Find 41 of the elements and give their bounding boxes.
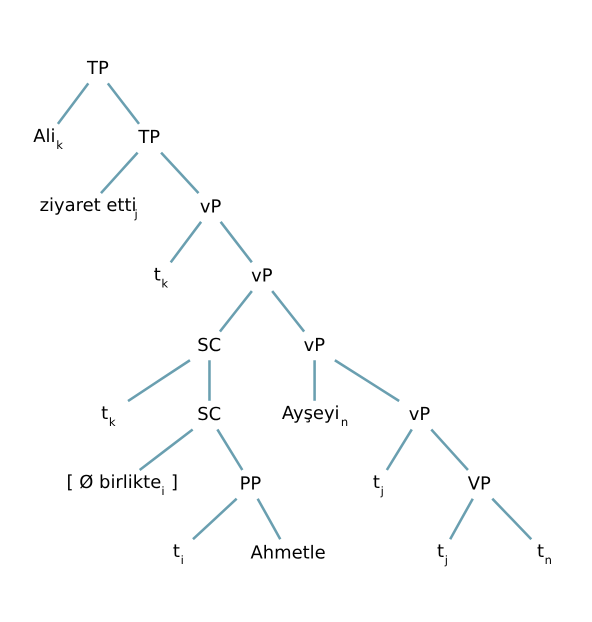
- node-text: t$_{j}$: [372, 472, 384, 498]
- connector: [313, 360, 316, 400]
- node-text: vP: [251, 265, 273, 286]
- connector: [491, 497, 532, 540]
- node-text: TP: [138, 126, 160, 148]
- connector: [160, 151, 200, 194]
- node-text: Ali$_{k}$: [33, 125, 63, 152]
- connector: [56, 82, 90, 124]
- connector: [138, 428, 194, 471]
- node-text: SC: [197, 404, 222, 425]
- connector: [334, 358, 400, 402]
- node-text: vP: [304, 334, 326, 356]
- node-text: t$_{n}$: [536, 540, 552, 567]
- connector: [256, 498, 282, 540]
- connector: [271, 290, 306, 332]
- node-text: t$_{k}$: [101, 402, 116, 428]
- node-text: [ Ø birlikte$_{i}$ ]: [66, 472, 178, 498]
- node-text: t$_{i}$: [172, 540, 184, 567]
- node-text: Ahmetle: [250, 542, 326, 564]
- connector: [100, 151, 139, 194]
- connector: [430, 428, 469, 470]
- connector: [218, 290, 253, 332]
- connector: [192, 497, 238, 540]
- connector: [170, 220, 202, 263]
- connector: [449, 498, 474, 540]
- node-text: vP: [200, 196, 222, 217]
- connector: [386, 428, 413, 470]
- node-text: ziyaret etti$_{j}$: [40, 194, 138, 221]
- connector: [220, 220, 253, 263]
- node-text: Ayşeyi$_{n}$: [282, 402, 348, 428]
- connector: [216, 428, 244, 470]
- node-text: VP: [468, 472, 491, 494]
- node-text: SC: [197, 334, 222, 356]
- node-text: t$_{j}$: [437, 540, 448, 567]
- node-text: PP: [240, 472, 262, 494]
- node-text: TP: [87, 57, 109, 78]
- connector: [127, 358, 191, 402]
- node-text: t$_{k}$: [154, 264, 168, 290]
- connector: [208, 360, 211, 400]
- connector: [106, 82, 140, 124]
- node-text: vP: [408, 404, 430, 425]
